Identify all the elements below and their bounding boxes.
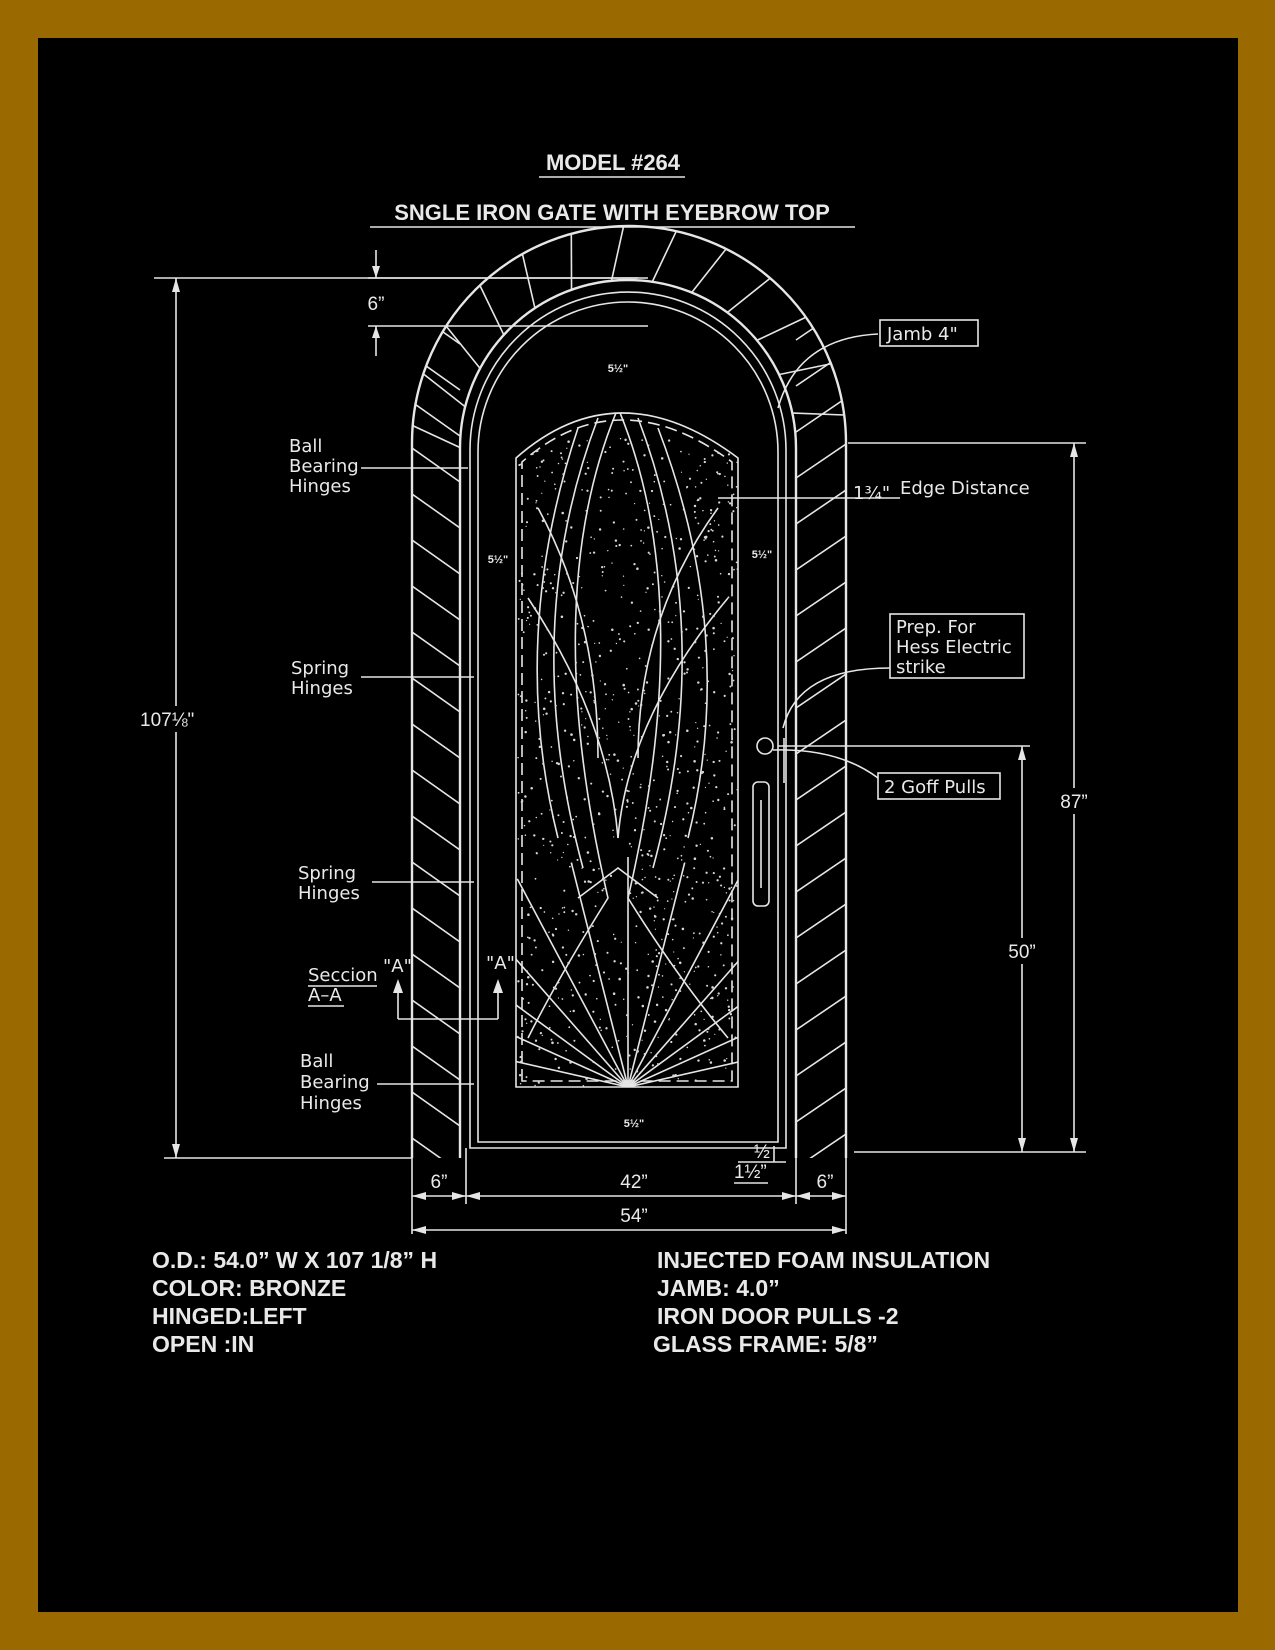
glass-design [516,413,738,1087]
callout-labels: Ball Bearing Hinges Spring Hinges Spring… [289,319,1030,1130]
gate-drawing: MODEL #264 SNGLE IRON GATE WITH EYEBROW … [138,150,1096,1357]
spec-notes: O.D.: 54.0” W X 107 1/8” H COLOR: BRONZE… [152,1247,990,1357]
frame-left-dim: 5½" [488,554,509,566]
goff-pulls-label: 2 Goff Pulls [884,777,986,798]
overall-width-dim: 54” [620,1206,647,1227]
spec-insulation: INJECTED FOAM INSULATION [657,1247,990,1273]
spec-glass-frame: GLASS FRAME: 5/8” [653,1331,878,1357]
spec-jamb: JAMB: 4.0” [657,1275,780,1301]
frame-top-dim: 5½" [608,363,629,375]
seccion-label: Seccion A–A [308,965,383,1006]
right-height-dim: 87” [1060,792,1087,813]
spec-open: OPEN :IN [152,1331,254,1357]
leader-lines [361,333,900,1085]
threshold-small-dim: ½ [754,1142,770,1163]
door-pull [752,737,785,907]
overall-height-dim: 107⅛" [140,710,194,731]
spec-color: COLOR: BRONZE [152,1275,346,1301]
drawing-subtitle: SNGLE IRON GATE WITH EYEBROW TOP [394,200,830,225]
spring-hinges-upper: Spring Hinges [291,658,355,699]
ball-bearing-hinges-bottom: Ball Bearing Hinges [300,1051,375,1114]
hess-strike-label: Prep. For Hess Electric strike [896,617,1018,678]
top-arch-dim: 6” [368,294,385,315]
spec-hinged: HINGED:LEFT [152,1303,307,1329]
frame-right-dim: 5½" [752,549,773,561]
dimension-lines: 6” 107⅛" 87” 50” 6” [138,250,1096,1234]
threshold-dim: 1½” [734,1162,767,1183]
frame-bottom-dim: 5½" [624,1118,645,1130]
spring-hinges-lower: Spring Hinges [298,863,362,904]
jamb-label: Jamb 4" [886,324,958,345]
edge-distance-label: Edge Distance [900,478,1030,499]
spec-od: O.D.: 54.0” W X 107 1/8” H [152,1247,437,1273]
stone-surround [410,224,848,1158]
left-jamb-dim: 6” [431,1172,448,1193]
section-marks: "A" "A" [383,953,515,1020]
drawing-sheet: MODEL #264 SNGLE IRON GATE WITH EYEBROW … [38,38,1238,1612]
handle-height-dim: 50” [1008,942,1035,963]
section-marker-right: "A" [486,953,515,974]
ball-bearing-hinges-top: Ball Bearing Hinges [289,436,364,497]
opening-width-dim: 42” [620,1172,647,1193]
edge-distance-value: 1¾" [853,483,890,504]
right-jamb-dim: 6” [817,1172,834,1193]
model-title: MODEL #264 [546,150,681,175]
door-frame [458,278,798,1158]
section-marker-left: "A" [383,956,412,977]
spec-pulls: IRON DOOR PULLS -2 [657,1303,899,1329]
